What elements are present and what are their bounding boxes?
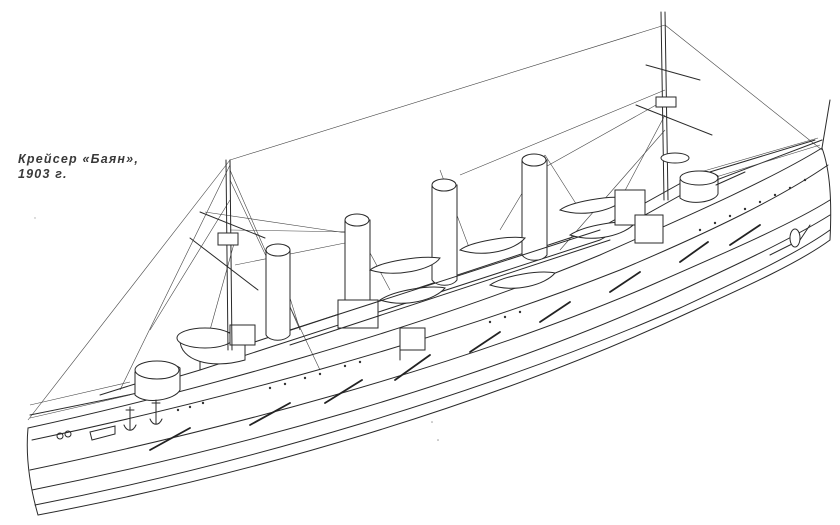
paper-specks [34,217,439,441]
funnel-4 [521,153,548,261]
lifeboats [368,196,636,304]
funnel-1 [265,243,291,341]
figure-caption: Крейсер «Баян», 1903 г. [18,152,139,182]
foremast [189,159,266,351]
mainmast [635,11,713,201]
portholes [176,178,807,412]
caption-year: 1903 г. [18,167,68,181]
forward-turret [99,360,181,401]
funnel-2 [337,213,379,329]
forward-bridge [176,324,256,365]
anchors [56,399,163,441]
aft-turret [679,170,746,203]
caption-title: Крейсер «Баян», [18,152,140,166]
superstructure [289,189,664,361]
hull [26,99,832,516]
rigging [27,24,823,421]
funnel-3 [431,178,458,286]
